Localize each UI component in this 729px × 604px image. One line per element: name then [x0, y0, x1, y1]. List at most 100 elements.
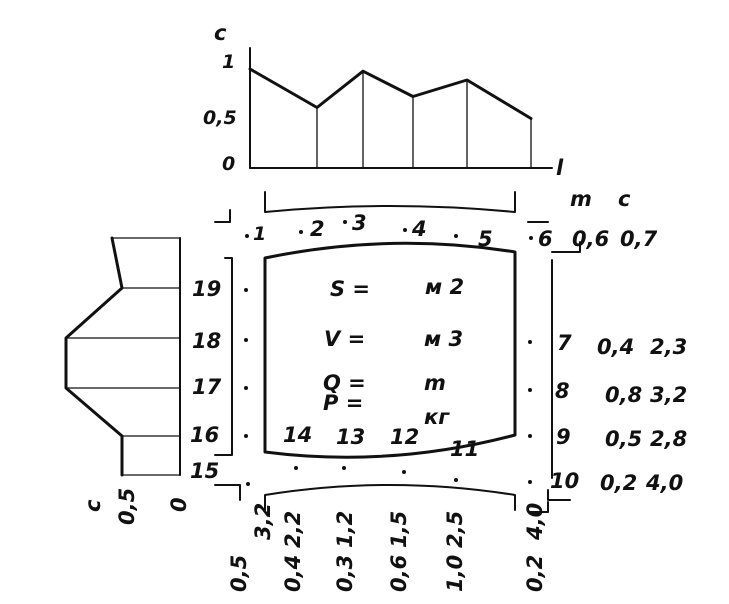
point-dot-9 — [528, 434, 532, 438]
point-label-13: 13 — [336, 425, 365, 449]
bottom-col2-m: 0,4 — [281, 555, 305, 592]
point-dot-10 — [528, 480, 532, 484]
point7-m-value: 0,4 — [597, 335, 634, 359]
point-dot-4 — [403, 228, 407, 232]
point-dot-12 — [402, 470, 406, 474]
left-profile-chart: c 0,5 0 — [64, 236, 191, 525]
point-label-15: 15 — [190, 459, 219, 483]
point-label-10: 10 — [550, 469, 579, 493]
point-label-16: 16 — [190, 423, 219, 447]
boundary-right-upper — [551, 241, 581, 253]
boundary-right-bottom — [547, 489, 571, 501]
formula-P: P = — [323, 391, 363, 415]
point9-m-value: 0,5 — [605, 427, 642, 451]
point-label-9: 9 — [556, 425, 571, 449]
point-label-6: 6 — [538, 227, 553, 251]
point-dot-3 — [343, 220, 347, 224]
point-dot-11 — [454, 478, 458, 482]
left-chart-axis-label: c — [81, 499, 105, 512]
top-chart-profile — [248, 67, 533, 169]
bottom-col6-c: 4,0 — [523, 503, 547, 541]
point-label-1: 1 — [253, 223, 266, 245]
point8-c-value: 3,2 — [650, 383, 687, 407]
top-chart-tick-0: 0 — [222, 153, 235, 175]
left-chart-tick-0: 0 — [167, 497, 191, 512]
point-label-5: 5 — [478, 227, 493, 251]
point-dot-14 — [294, 466, 298, 470]
bottom-col6-m: 0,2 — [523, 555, 547, 592]
inner-plot-outline — [263, 241, 517, 459]
bottom-col3-c: 1,2 — [333, 511, 357, 548]
bottom-col4-m: 0,6 — [387, 555, 411, 592]
formula-S-unit: м 2 — [425, 275, 464, 299]
point-dot-19 — [244, 288, 248, 292]
point-dot-13 — [342, 466, 346, 470]
right-points: 7 0,4 2,3 8 0,8 3,2 9 0,5 2,8 10 0,2 4,0 — [528, 331, 687, 495]
inner-points: 14 13 12 11 — [283, 423, 479, 482]
point-dot-16 — [244, 434, 248, 438]
top-points: 1 2 3 4 5 6 0,6 0,7 — [245, 211, 658, 251]
point-dot-15 — [246, 482, 250, 486]
point6-c-value: 0,7 — [620, 227, 658, 251]
point-dot-17 — [244, 386, 248, 390]
point-dot-6 — [529, 236, 533, 240]
point-label-4: 4 — [411, 217, 427, 241]
boundary-left — [214, 257, 233, 456]
point-label-11: 11 — [450, 437, 479, 461]
point-label-19: 19 — [192, 277, 221, 301]
boundary-top — [264, 191, 516, 213]
point-label-8: 8 — [555, 379, 570, 403]
point-label-3: 3 — [352, 211, 367, 235]
formula-P-unit: кг — [424, 405, 450, 429]
point-label-2: 2 — [310, 217, 325, 241]
point-label-18: 18 — [192, 329, 221, 353]
table-header-c: c — [618, 187, 631, 211]
formula-Q: Q = — [323, 371, 366, 395]
boundary-bottom — [264, 484, 516, 511]
point-label-12: 12 — [390, 425, 419, 449]
formula-Q-unit: m — [424, 371, 446, 395]
top-chart-tick-05: 0,5 — [203, 107, 237, 129]
bottom-col3-m: 0,3 — [333, 555, 357, 592]
top-profile-chart: c 1 0,5 0 l — [203, 21, 564, 180]
boundary-bottom-right-tick — [529, 501, 549, 513]
point-dot-1 — [245, 234, 249, 238]
field-boundary — [214, 191, 581, 513]
formula-V: V = — [324, 327, 365, 351]
point-dot-5 — [454, 234, 458, 238]
top-chart-tick-1: 1 — [222, 51, 235, 73]
boundary-bottom-left-tick — [214, 484, 241, 501]
point-dot-2 — [299, 230, 303, 234]
bottom-col5-c: 2,5 — [443, 511, 467, 548]
bottom-col2-c: 2,2 — [281, 511, 305, 548]
left-chart-tick-05: 0,5 — [115, 488, 139, 525]
point9-c-value: 2,8 — [650, 427, 687, 451]
bottom-col1-m: 0,5 — [227, 555, 251, 592]
bottom-col5-m: 1,0 — [443, 555, 467, 592]
bottom-col1-c: 3,2 — [251, 503, 275, 540]
point-dot-8 — [528, 388, 532, 392]
top-chart-y-axis-label: c — [214, 21, 227, 45]
formula-S: S = — [330, 277, 370, 301]
point6-m-value: 0,6 — [572, 227, 609, 251]
point-label-14: 14 — [283, 423, 312, 447]
point-label-17: 17 — [192, 375, 222, 399]
formula-block: S = м 2 V = м 3 Q = m P = кг — [323, 275, 464, 429]
left-chart-profile — [64, 236, 124, 477]
left-points: 19 18 17 16 15 — [190, 277, 250, 486]
bottom-columns: 0,5 3,2 0,4 2,2 0,3 1,2 0,6 1,5 1,0 2,5 … — [227, 503, 547, 592]
table-header-m: m — [570, 187, 592, 211]
profile-line — [248, 67, 533, 120]
point10-m-value: 0,2 — [600, 471, 637, 495]
formula-V-unit: м 3 — [424, 327, 463, 351]
point-dot-7 — [528, 340, 532, 344]
point8-m-value: 0,8 — [605, 383, 642, 407]
bottom-col4-c: 1,5 — [387, 511, 411, 548]
point10-c-value: 4,0 — [645, 471, 683, 495]
point7-c-value: 2,3 — [650, 335, 687, 359]
top-chart-x-axis-label: l — [556, 156, 564, 180]
point-label-7: 7 — [557, 331, 572, 355]
point-dot-18 — [244, 338, 248, 342]
boundary-top-left-tick — [214, 209, 231, 223]
